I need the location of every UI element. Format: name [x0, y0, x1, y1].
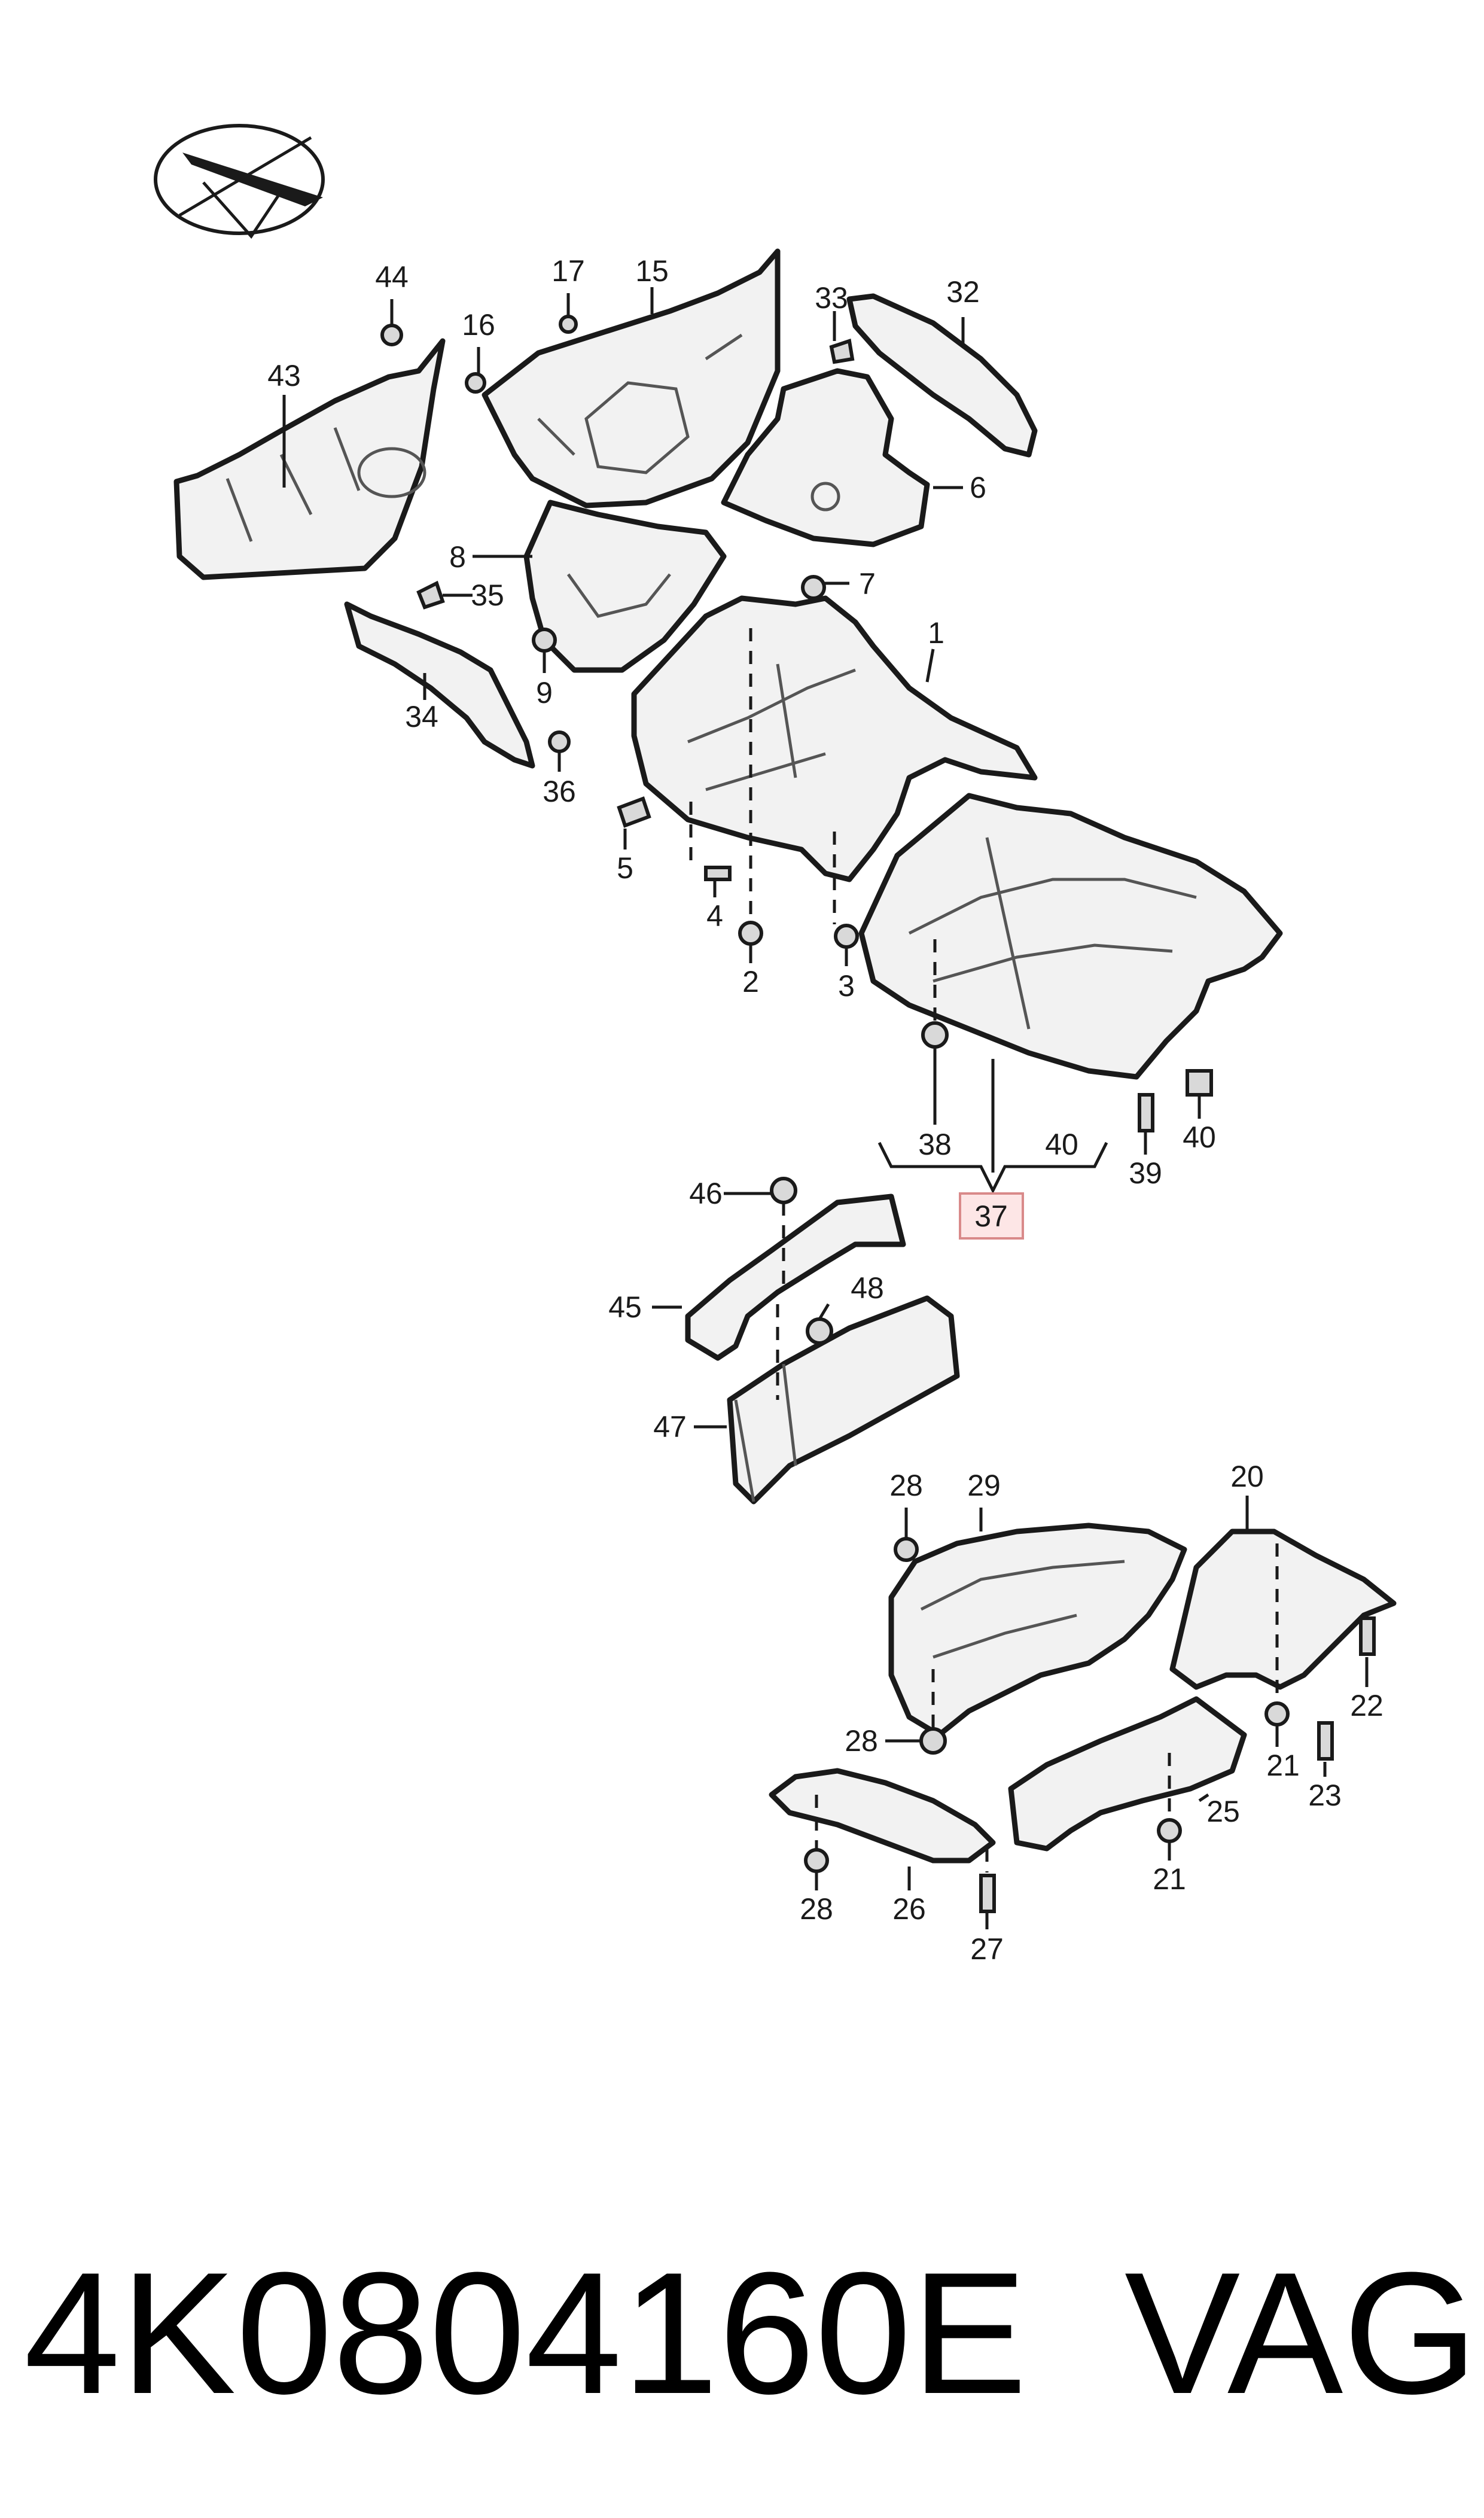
- callout-21a: 21: [1266, 1749, 1300, 1782]
- callout-28c: 28: [800, 1892, 833, 1926]
- callout-34: 34: [405, 700, 438, 733]
- part-6-heat-shield: [721, 368, 930, 547]
- callout-40a: 40: [1045, 1128, 1078, 1161]
- fastener-2: [738, 921, 763, 946]
- footer: 4K0804160E VAG: [24, 2236, 1478, 2430]
- callout-47: 47: [653, 1410, 687, 1444]
- callout-48: 48: [851, 1271, 884, 1305]
- fastener-28-mid: [919, 1727, 947, 1755]
- callout-6: 6: [970, 471, 986, 504]
- callout-4: 4: [706, 899, 723, 933]
- callout-45: 45: [608, 1290, 642, 1324]
- callout-28a: 28: [889, 1469, 923, 1502]
- callout-2: 2: [742, 965, 759, 998]
- part-number: 4K0804160E: [24, 2236, 1027, 2430]
- fastener-23: [1317, 1721, 1334, 1761]
- fastener-17: [559, 315, 578, 334]
- callout-1: 1: [928, 616, 944, 650]
- part-15-heat-shield: [482, 248, 781, 509]
- fastener-48: [806, 1317, 833, 1345]
- callout-37-highlight: [959, 1192, 1024, 1240]
- fastener-21-low: [1157, 1818, 1182, 1843]
- callout-46: 46: [689, 1177, 723, 1210]
- part-29-heat-shield: [888, 1523, 1187, 1738]
- fastener-46: [770, 1177, 797, 1204]
- part-26-heat-shield: [769, 1768, 996, 1864]
- part-34-bracket: [344, 601, 535, 769]
- fastener-33: [829, 339, 855, 364]
- callout-labels: 44 43 16 17 15 33 32 6 7 8 9 35 34 36 1 …: [267, 254, 1384, 1966]
- fastener-44: [380, 324, 403, 346]
- part-37-tunnel-shield: [858, 793, 1283, 1080]
- part-45-heat-shield: [685, 1193, 906, 1361]
- fastener-36: [548, 730, 571, 753]
- fastener-22: [1359, 1616, 1376, 1656]
- fastener-38: [921, 1021, 949, 1049]
- brand: VAG: [1125, 2236, 1478, 2430]
- leader-lines: [282, 287, 1369, 1929]
- callout-20: 20: [1230, 1460, 1264, 1493]
- callout-33: 33: [815, 281, 848, 315]
- fastener-21-top: [1264, 1701, 1290, 1727]
- callout-15: 15: [635, 254, 669, 288]
- fastener-28-low: [804, 1848, 829, 1873]
- callout-16: 16: [462, 308, 495, 342]
- callout-23: 23: [1308, 1779, 1342, 1812]
- callout-25: 25: [1206, 1795, 1240, 1828]
- callout-26: 26: [892, 1892, 926, 1926]
- part-1-tunnel-shield: [631, 595, 1038, 882]
- part-20-heat-shield: [1169, 1529, 1397, 1690]
- callout-8: 8: [449, 540, 466, 574]
- callout-9: 9: [536, 676, 553, 710]
- callout-5: 5: [617, 851, 633, 885]
- callout-17: 17: [551, 254, 585, 288]
- callout-27: 27: [970, 1932, 1004, 1966]
- part-25-heat-shield: [1008, 1696, 1247, 1852]
- part-47-heat-shield: [727, 1295, 960, 1505]
- callout-3: 3: [838, 969, 855, 1003]
- callout-7: 7: [859, 567, 876, 601]
- callout-40b: 40: [1183, 1121, 1216, 1154]
- callout-21b: 21: [1153, 1862, 1186, 1896]
- callout-32: 32: [946, 275, 980, 309]
- callout-37: 37: [974, 1199, 1008, 1233]
- part-43-heat-shield: [173, 338, 446, 580]
- callout-35: 35: [471, 578, 504, 612]
- callout-28b: 28: [845, 1724, 878, 1758]
- callout-38: 38: [918, 1128, 952, 1161]
- vehicle-direction-icon: [154, 124, 325, 239]
- fastener-40: [1186, 1069, 1213, 1097]
- callout-43: 43: [267, 359, 301, 392]
- fasteners: [380, 315, 1376, 1913]
- fastener-28-top: [894, 1537, 919, 1562]
- fastener-4: [704, 866, 732, 881]
- callout-44: 44: [375, 260, 409, 294]
- callout-36: 36: [543, 775, 576, 808]
- callout-22: 22: [1350, 1689, 1384, 1722]
- fastener-35: [416, 580, 445, 610]
- fastener-39: [1138, 1093, 1154, 1132]
- callout-29: 29: [967, 1469, 1001, 1502]
- fastener-27: [979, 1874, 996, 1913]
- fastener-5: [617, 796, 651, 828]
- fastener-7: [801, 575, 826, 600]
- fastener-9: [532, 628, 557, 653]
- callout-39: 39: [1129, 1156, 1162, 1190]
- fastener-16: [465, 372, 486, 394]
- part-32-bracket: [846, 293, 1038, 458]
- fastener-3: [834, 924, 859, 949]
